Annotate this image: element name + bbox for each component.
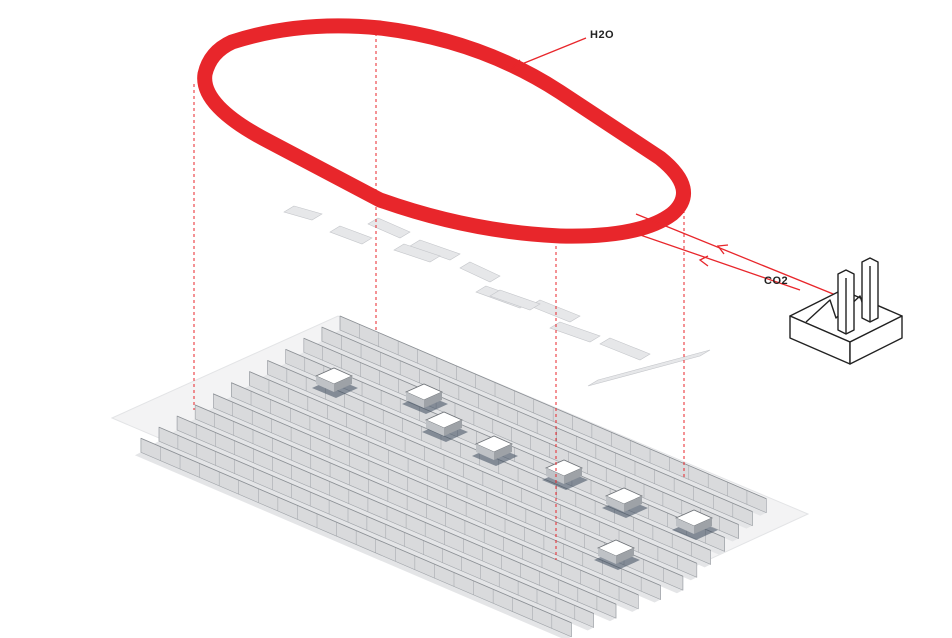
floating-strips — [283, 205, 711, 387]
strip-segment — [329, 225, 373, 245]
projection-lines — [193, 27, 685, 560]
greenhouse-row — [134, 437, 572, 638]
strip-segment — [459, 261, 501, 283]
room-cluster — [602, 487, 648, 518]
water-loop-track — [197, 18, 691, 244]
co2-label: CO2 — [764, 275, 788, 287]
greenhouse-row — [189, 404, 639, 612]
room-cluster — [402, 383, 448, 414]
room-cluster — [594, 539, 640, 570]
h2o-label: H2O — [590, 29, 614, 41]
strip-segment — [599, 337, 651, 361]
strip-segment — [549, 321, 601, 343]
greenhouse-rows — [134, 315, 767, 638]
room-cluster — [422, 411, 468, 442]
greenhouse-row — [334, 315, 767, 516]
room-cluster — [472, 435, 518, 466]
greenhouse-row — [171, 415, 617, 622]
strip-segment — [367, 217, 411, 239]
room-cluster — [672, 509, 718, 540]
co2-arrows — [619, 213, 849, 301]
h2o-arrow — [510, 37, 587, 71]
factory-icon — [789, 257, 903, 365]
strip-segment — [489, 289, 541, 311]
strip-segment — [409, 239, 461, 261]
greenhouse-row — [207, 393, 661, 603]
strip-segment — [587, 349, 711, 387]
strip-segment — [283, 205, 323, 221]
strip-segment — [393, 243, 441, 263]
room-cluster — [312, 367, 358, 398]
greenhouse-row — [153, 426, 595, 631]
room-clusters — [312, 367, 718, 570]
room-cluster — [542, 459, 588, 490]
greenhouse-row — [243, 371, 698, 581]
